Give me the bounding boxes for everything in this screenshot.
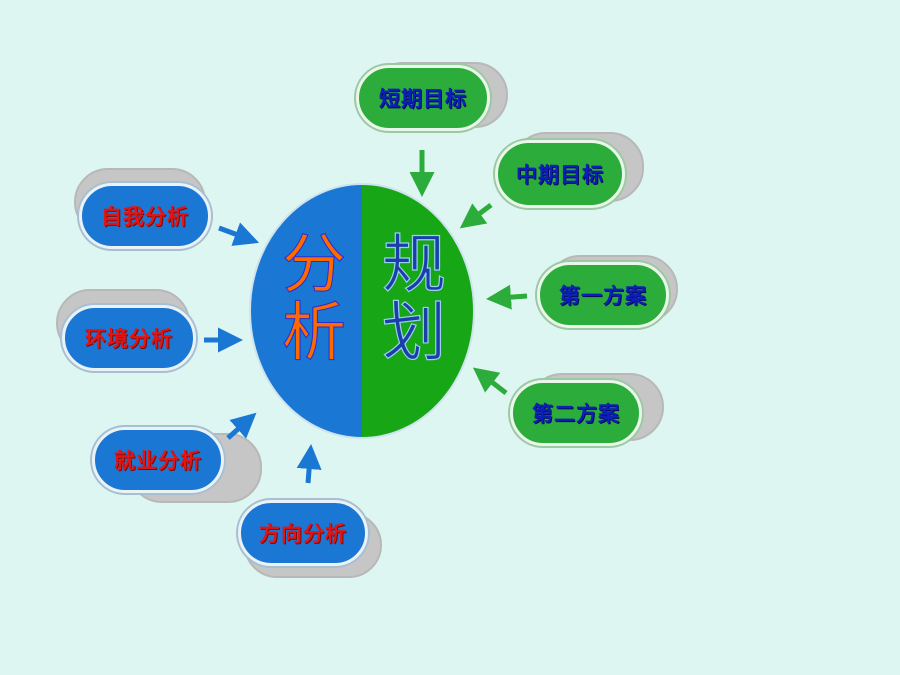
arrow-plan-one [486,284,528,310]
node-plan-two: 第二方案 [510,380,642,446]
arrow-plan-two [472,367,508,395]
center-circle [249,183,475,439]
center-left-half [250,184,362,438]
node-environment-analysis: 环境分析 [62,305,196,371]
center-right-label: 规划 [371,230,445,366]
arrow-self-analysis [218,222,260,246]
arrow-employment-analysis [226,412,257,440]
node-short-term-goal: 短期目标 [356,65,490,131]
node-direction-analysis: 方向分析 [238,500,368,566]
arrow-mid-term-goal [459,203,493,229]
center-left-label: 分析 [271,230,345,366]
arrow-direction-analysis [296,444,322,484]
node-plan-one: 第一方案 [537,262,669,328]
node-self-analysis: 自我分析 [79,183,211,249]
node-mid-term-goal: 中期目标 [495,140,625,208]
node-employment-analysis: 就业分析 [92,427,224,493]
center-right-half [362,184,474,438]
